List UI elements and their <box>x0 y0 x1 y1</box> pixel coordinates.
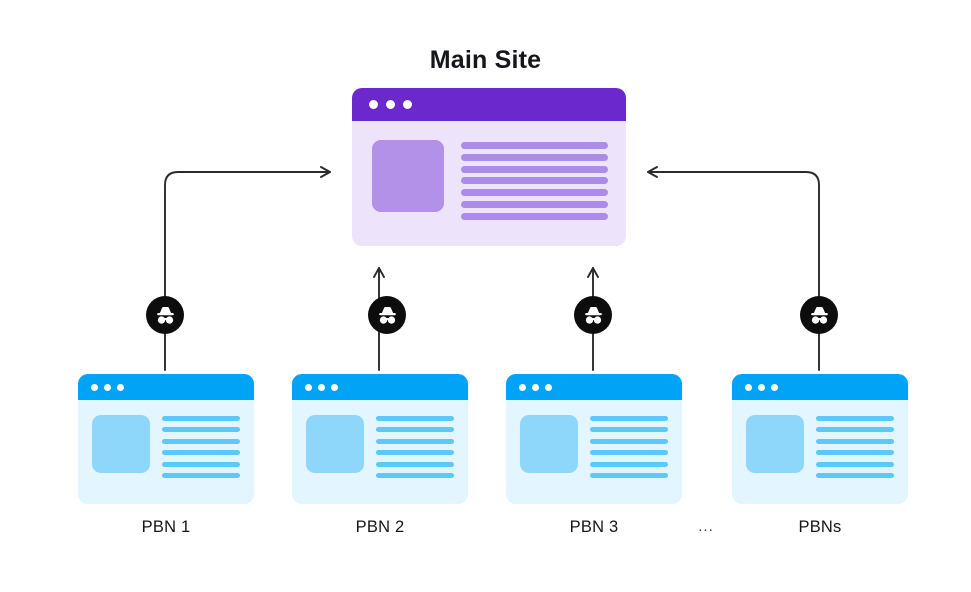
text-line <box>816 438 894 444</box>
text-line <box>461 142 608 149</box>
incognito-spy-badge-pbn-2[interactable] <box>368 296 406 334</box>
pbn-label-3: PBN 3 <box>569 518 619 536</box>
text-line <box>816 416 894 421</box>
incognito-spy-icon <box>378 306 396 324</box>
incognito-spy-badge-pbn-3[interactable] <box>574 296 612 334</box>
incognito-spy-icon <box>584 306 602 324</box>
window-dot-2 <box>758 383 765 391</box>
pbn-title-bar <box>78 374 254 400</box>
window-dot-1 <box>91 383 98 391</box>
text-line <box>590 461 668 467</box>
pbn-thumbnail <box>746 415 804 473</box>
arrow-pbns-to-main-site <box>647 166 820 371</box>
text-line <box>376 427 454 433</box>
text-line <box>162 416 240 421</box>
main-site-thumbnail <box>372 140 444 212</box>
text-line <box>590 472 668 478</box>
text-line <box>816 461 894 467</box>
pbn-thumbnail <box>520 415 578 473</box>
pbn-ellipsis-label: ... <box>698 518 714 535</box>
text-line <box>376 461 454 467</box>
pbn-content <box>78 400 254 504</box>
window-dot-2 <box>318 383 325 391</box>
text-line <box>590 438 668 444</box>
text-line <box>162 461 240 467</box>
text-line <box>376 438 454 444</box>
pbn-title-bar <box>506 374 682 400</box>
pbn-title-bar <box>732 374 908 400</box>
text-line <box>590 427 668 433</box>
pbn-label-2: PBN 2 <box>355 518 405 536</box>
main-site-title-bar <box>352 88 626 121</box>
incognito-spy-icon <box>810 306 828 324</box>
window-dot-2 <box>104 383 111 391</box>
text-line <box>376 472 454 478</box>
pbn-text-lines <box>376 415 454 478</box>
main-site-text-lines <box>461 140 608 220</box>
page-title: Main Site <box>429 46 542 74</box>
window-dot-3 <box>331 383 338 391</box>
window-dot-1 <box>369 100 378 109</box>
text-line <box>461 153 608 161</box>
text-line <box>461 165 608 173</box>
pbn-title-bar <box>292 374 468 400</box>
window-dot-1 <box>305 383 312 391</box>
text-line <box>162 427 240 433</box>
window-dot-1 <box>745 383 752 391</box>
pbn-label-1: PBN 1 <box>141 518 191 536</box>
text-line <box>816 450 894 456</box>
window-dot-1 <box>519 383 526 391</box>
incognito-spy-badge-pbns[interactable] <box>800 296 838 334</box>
text-line <box>162 472 240 478</box>
pbn-content <box>292 400 468 504</box>
text-line <box>590 450 668 456</box>
pbn-window-pbns[interactable] <box>732 374 908 504</box>
window-dot-3 <box>771 383 778 391</box>
text-line <box>590 416 668 421</box>
text-line <box>816 472 894 478</box>
text-line <box>816 427 894 433</box>
pbn-content <box>732 400 908 504</box>
text-line <box>376 416 454 421</box>
pbn-thumbnail <box>92 415 150 473</box>
window-dot-2 <box>386 100 395 109</box>
window-dot-3 <box>545 383 552 391</box>
main-site-content <box>352 121 626 246</box>
text-line <box>461 201 608 209</box>
window-dot-3 <box>117 383 124 391</box>
pbn-thumbnail <box>306 415 364 473</box>
pbn-text-lines <box>162 415 240 478</box>
pbn-window-2[interactable] <box>292 374 468 504</box>
text-line <box>461 177 608 185</box>
pbn-window-1[interactable] <box>78 374 254 504</box>
incognito-spy-badge-pbn-1[interactable] <box>146 296 184 334</box>
text-line <box>461 212 608 220</box>
arrow-pbn-1-to-main-site <box>164 166 331 371</box>
pbn-label-pbns: PBNs <box>798 518 842 536</box>
text-line <box>461 189 608 197</box>
text-line <box>162 438 240 444</box>
main-site-window[interactable] <box>352 88 626 246</box>
pbn-content <box>506 400 682 504</box>
pbn-text-lines <box>590 415 668 478</box>
text-line <box>376 450 454 456</box>
window-dot-2 <box>532 383 539 391</box>
pbn-text-lines <box>816 415 894 478</box>
pbn-window-3[interactable] <box>506 374 682 504</box>
window-dot-3 <box>403 100 412 109</box>
text-line <box>162 450 240 456</box>
incognito-spy-icon <box>156 306 174 324</box>
